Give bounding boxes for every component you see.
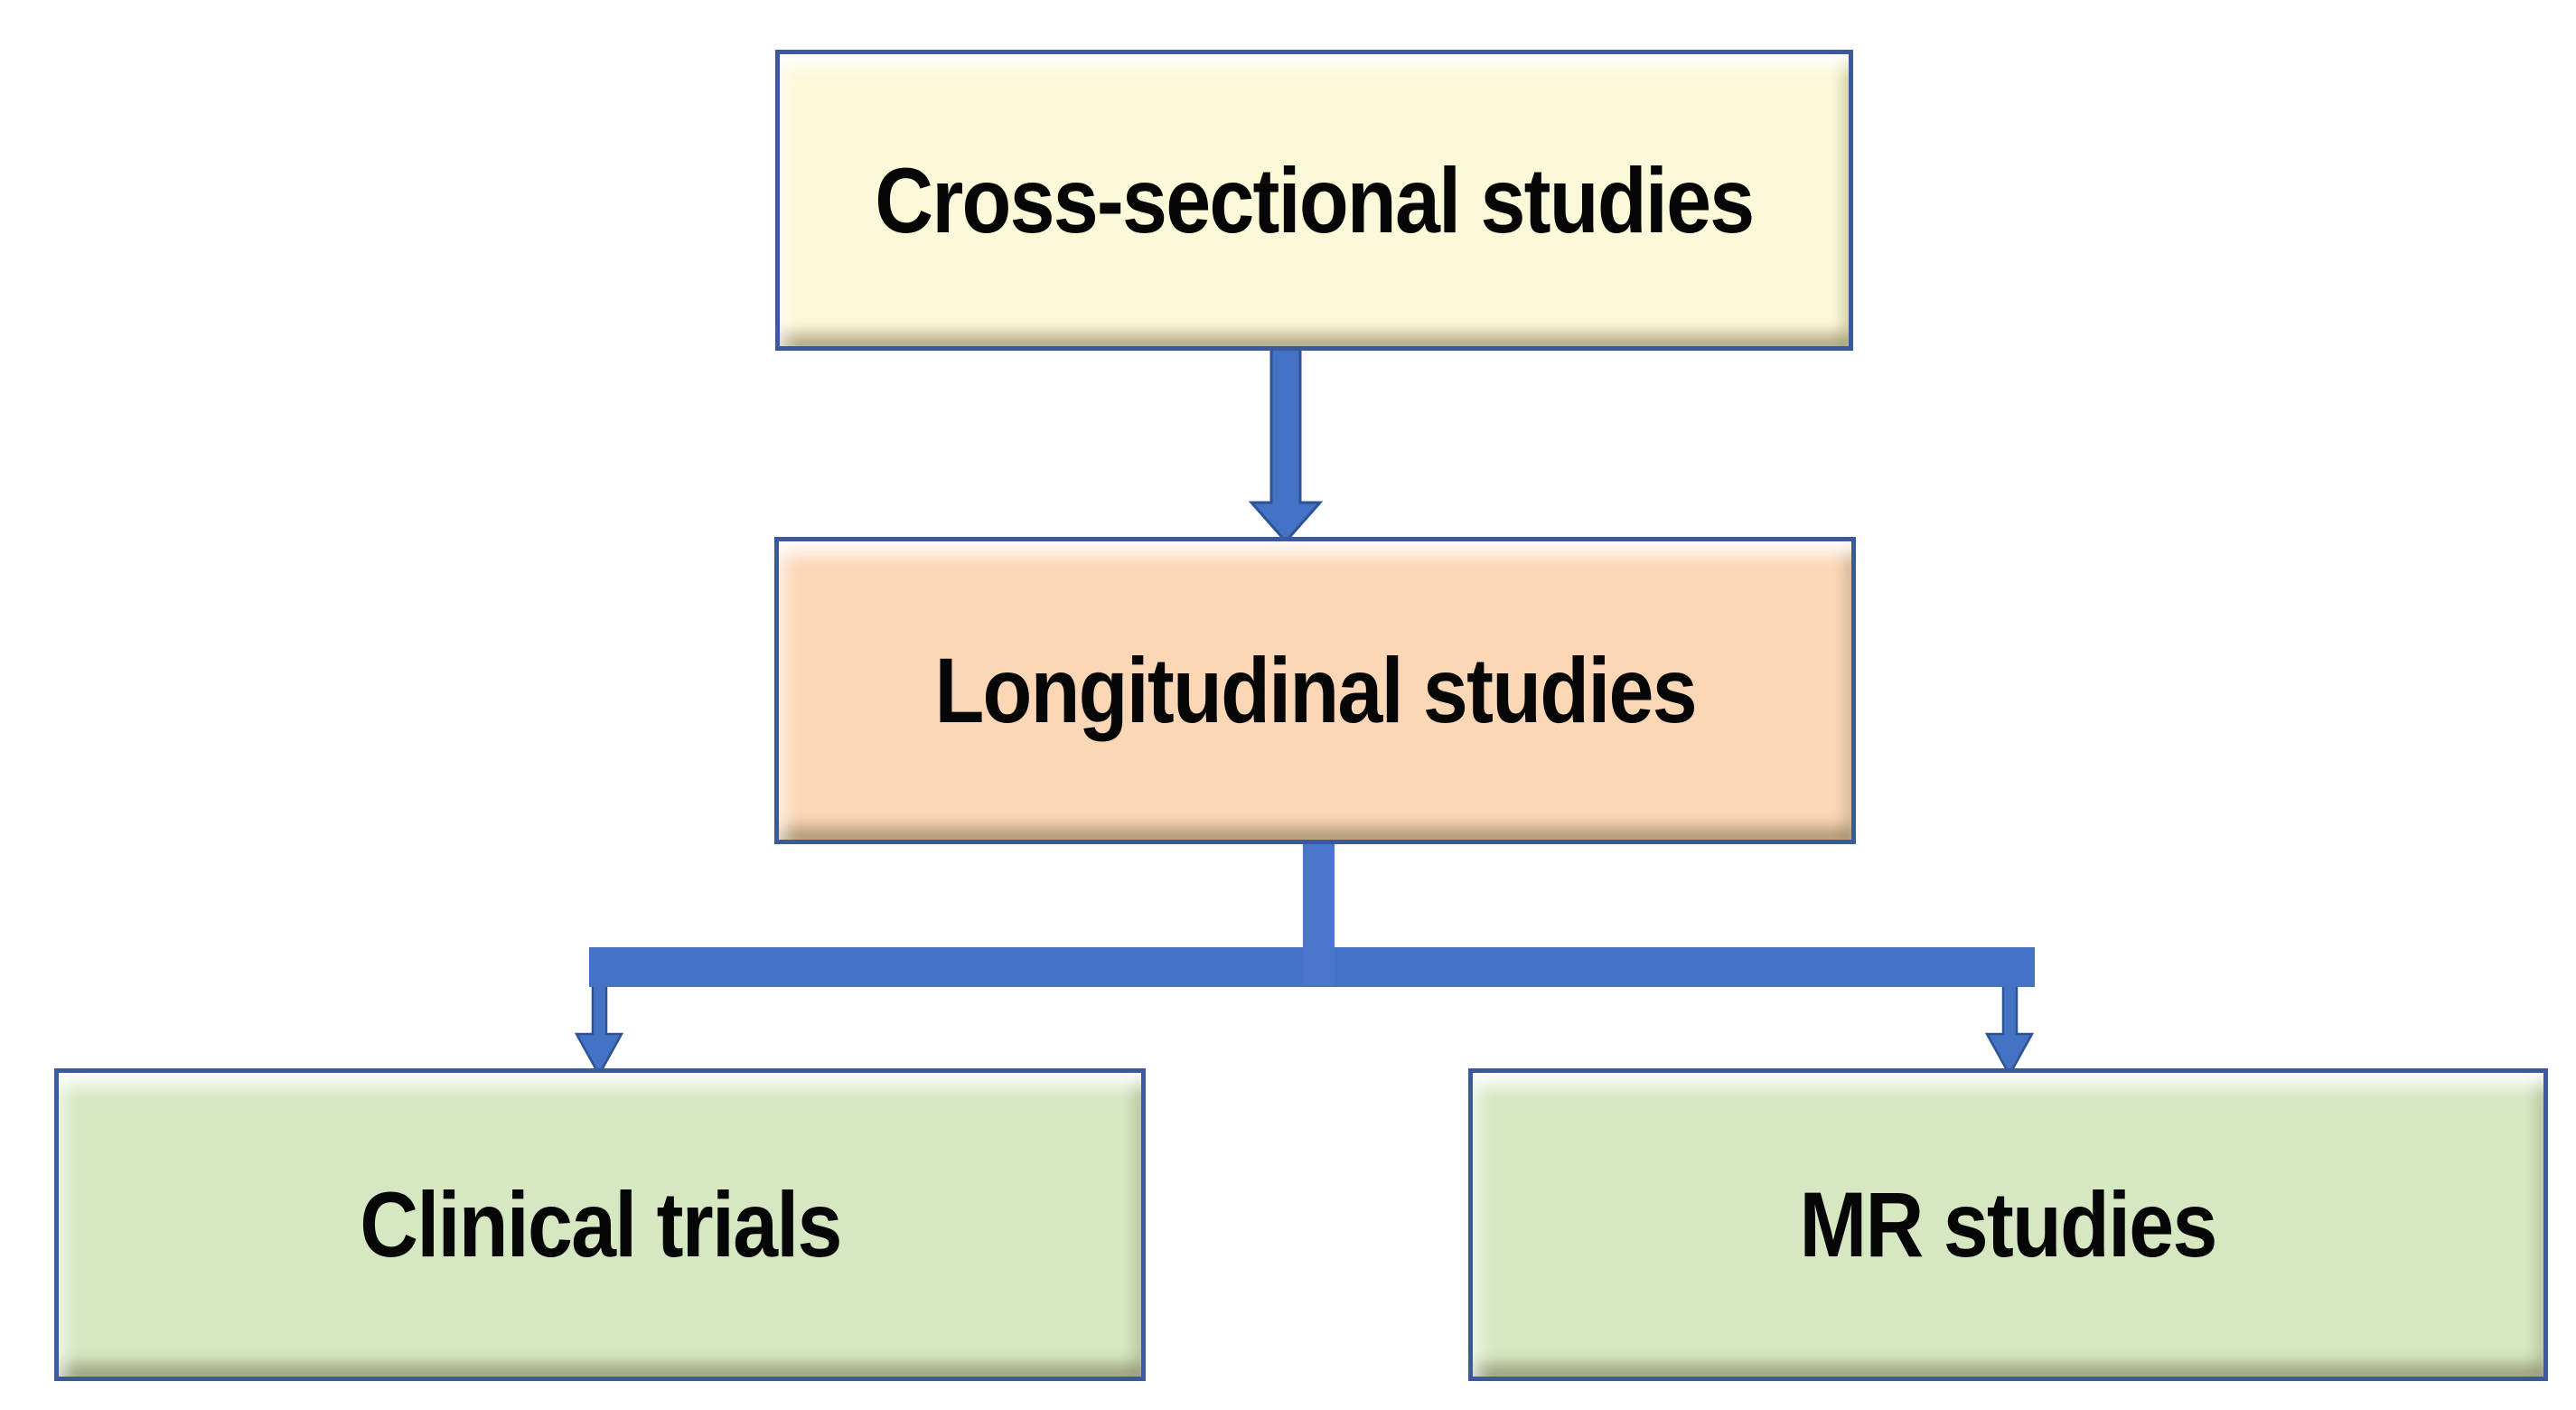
node-longitudinal-studies: Longitudinal studies	[774, 537, 1856, 844]
branch-stem	[1303, 839, 1335, 985]
node-mr-studies-label: MR studies	[1799, 1173, 2218, 1276]
node-cross-sectional-studies-label: Cross-sectional studies	[875, 148, 1755, 252]
node-mr-studies: MR studies	[1468, 1068, 2548, 1381]
arrow-cross-to-longitudinal-icon	[1248, 346, 1324, 544]
node-cross-sectional-studies: Cross-sectional studies	[775, 50, 1853, 351]
node-clinical-trials: Clinical trials	[54, 1068, 1146, 1381]
node-clinical-trials-label: Clinical trials	[359, 1173, 842, 1276]
node-longitudinal-studies-label: Longitudinal studies	[934, 639, 1697, 742]
